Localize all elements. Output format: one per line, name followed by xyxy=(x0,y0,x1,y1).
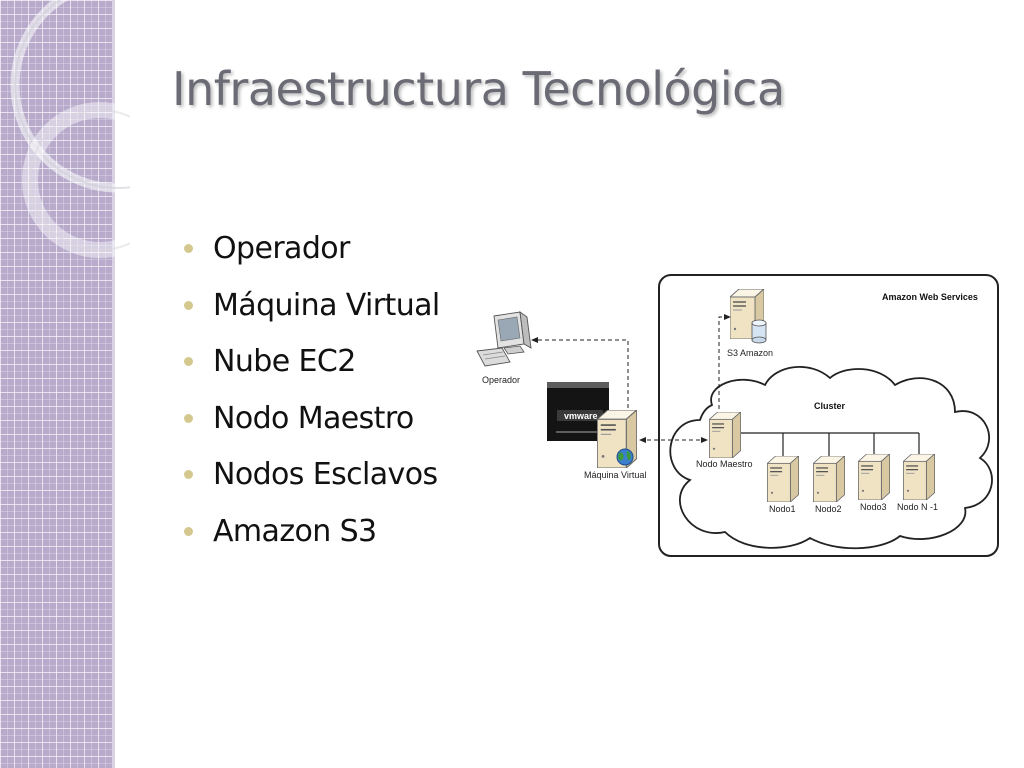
computer-icon xyxy=(476,311,532,367)
globe-icon xyxy=(616,448,634,466)
bullet-dot-icon xyxy=(184,357,193,366)
master-server-icon xyxy=(709,412,741,458)
bullet-dot-icon xyxy=(184,244,193,253)
aws-label: Amazon Web Services xyxy=(882,292,978,302)
bullet-list: Operador Máquina Virtual Nube EC2 Nodo M… xyxy=(182,226,440,565)
s3-server-icon xyxy=(730,289,767,344)
bullet-text: Nodos Esclavos xyxy=(213,457,438,492)
bullet-text: Nodo Maestro xyxy=(213,400,414,436)
node3-server-icon xyxy=(858,454,890,500)
architecture-diagram: Amazon Web Services Cluster S3 Amazon Op… xyxy=(476,274,999,557)
arrow-head xyxy=(639,437,646,443)
arrow-head xyxy=(701,437,708,443)
bullet-dot-icon xyxy=(184,300,193,310)
node1-server-icon xyxy=(767,456,799,502)
connector-vm-operator xyxy=(533,339,629,408)
database-icon xyxy=(751,319,767,327)
bullet-item: Nube EC2 xyxy=(182,339,440,396)
slide-title: Infraestructura Tecnológica xyxy=(172,62,785,116)
bullet-item: Nodo Maestro xyxy=(182,396,440,453)
bullet-text: Nube EC2 xyxy=(213,344,356,379)
bullet-text: Operador xyxy=(213,231,350,266)
bullet-text: Máquina Virtual xyxy=(213,287,440,323)
node2-server-icon xyxy=(813,456,845,502)
arrow-head xyxy=(531,337,538,343)
bullet-text: Amazon S3 xyxy=(213,513,377,549)
noden-label: Nodo N -1 xyxy=(897,502,938,512)
bullet-item: Operador xyxy=(182,226,440,283)
master-label: Nodo Maestro xyxy=(696,459,753,469)
bullet-item: Amazon S3 xyxy=(182,509,440,566)
vmware-logo-text: vmware xyxy=(564,411,598,421)
decorative-rings xyxy=(10,0,130,258)
bullet-item: Nodos Esclavos xyxy=(182,452,440,509)
side-panel-edge xyxy=(112,0,115,768)
vm-label: Máquina Virtual xyxy=(584,470,646,480)
node3-label: Nodo3 xyxy=(860,502,887,512)
bullet-dot-icon xyxy=(184,413,193,423)
cluster-bus xyxy=(741,432,920,458)
operator-label: Operador xyxy=(482,375,520,385)
bullet-item: Máquina Virtual xyxy=(182,283,440,340)
side-decoration-panel xyxy=(0,0,112,768)
vmware-logo: vmware xyxy=(547,382,609,441)
bullet-dot-icon xyxy=(184,470,193,479)
arrow-head xyxy=(724,314,731,320)
bullet-dot-icon xyxy=(184,526,193,536)
node1-label: Nodo1 xyxy=(769,504,796,514)
node2-label: Nodo2 xyxy=(815,504,842,514)
noden-server-icon xyxy=(903,454,935,500)
cluster-label: Cluster xyxy=(814,401,846,411)
s3-label: S3 Amazon xyxy=(727,348,773,358)
